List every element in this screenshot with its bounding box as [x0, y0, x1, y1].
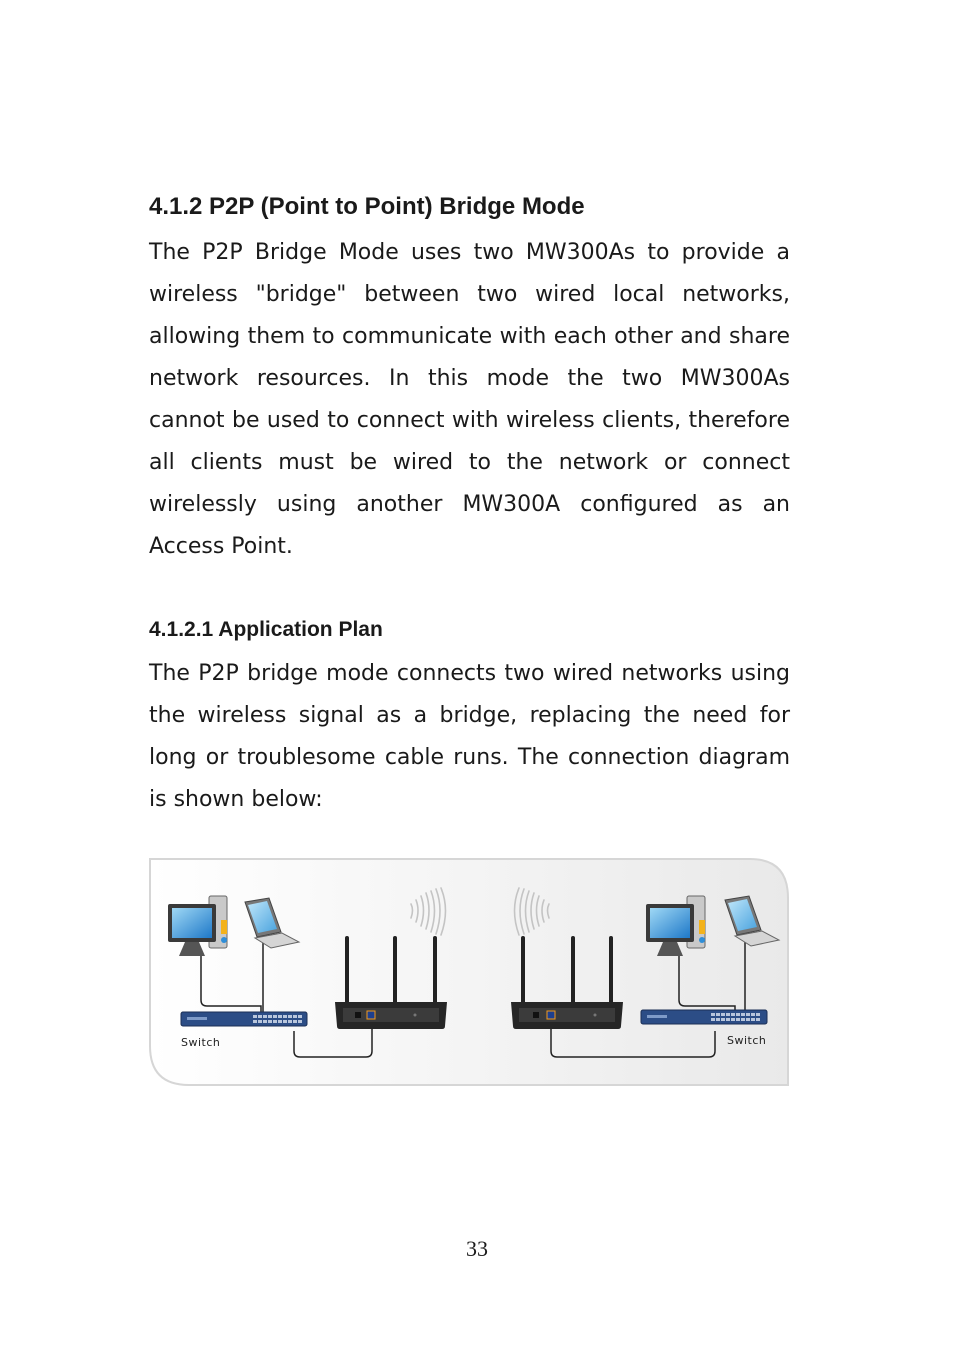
wireless-signal-icon — [513, 887, 550, 936]
right-switch-label: Switch — [727, 1034, 766, 1047]
wireless-router-icon — [511, 936, 623, 1029]
laptop-icon — [724, 895, 781, 947]
subsection-paragraph: The P2P bridge mode connects two wired n… — [149, 661, 790, 812]
subsection-heading: 4.1.2.1 Application Plan — [149, 618, 383, 641]
network-switch-icon — [180, 1011, 308, 1027]
page-number: 33 — [466, 1236, 488, 1261]
wireless-signal-icon — [410, 887, 447, 936]
diagram-frame — [149, 858, 789, 1086]
wireless-router-icon — [335, 936, 447, 1029]
desktop-computer-icon — [168, 895, 228, 956]
left-switch-label: Switch — [181, 1036, 220, 1049]
desktop-computer-icon — [646, 895, 706, 956]
connection-diagram: Switch — [149, 858, 789, 1086]
network-switch-icon — [640, 1009, 768, 1025]
section-heading: 4.1.2 P2P (Point to Point) Bridge Mode — [149, 193, 585, 220]
section-paragraph: The P2P Bridge Mode uses two MW300As to … — [149, 240, 790, 559]
laptop-icon — [244, 897, 301, 949]
